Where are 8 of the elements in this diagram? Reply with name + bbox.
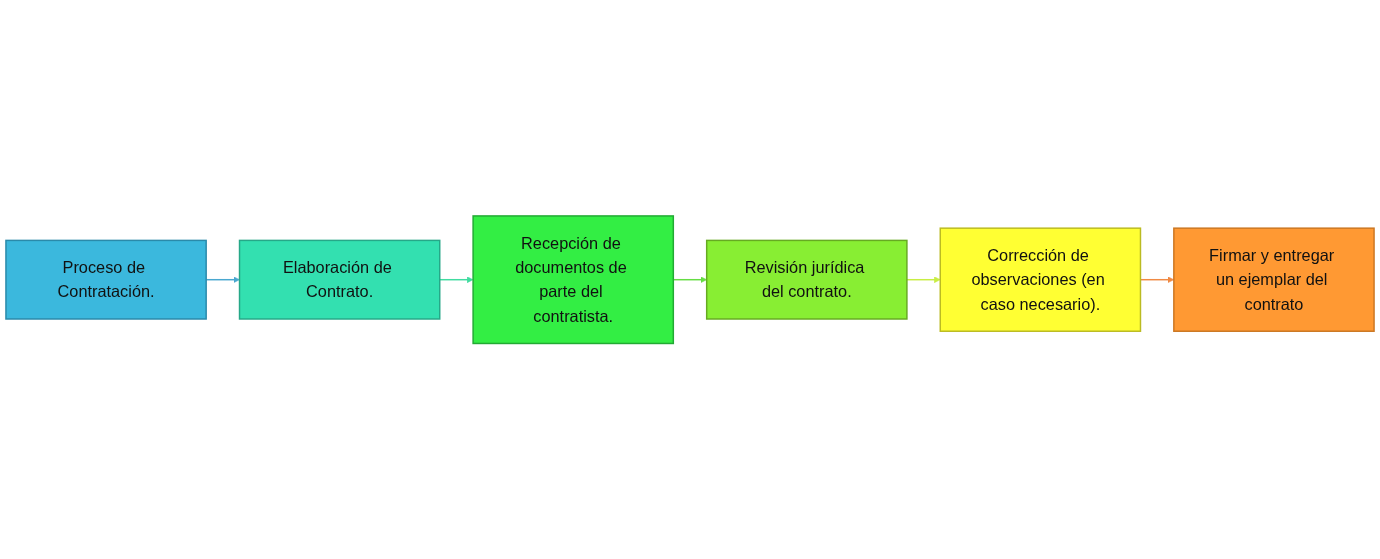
arrow (906, 276, 941, 283)
node-box: Elaboración de Contrato. (238, 239, 441, 320)
node-box: Firmar y entregar un ejemplar del contrato (1173, 227, 1375, 332)
node-box: Corrección de observaciones (en caso necesario). (939, 227, 1142, 332)
node-box: Revisión jurídica del contrato. (705, 239, 908, 320)
node-box: Recepción de documentos de parte del contratista. (472, 215, 675, 344)
arrow (439, 276, 474, 283)
node-box: Proceso de Contratación. (5, 239, 207, 320)
